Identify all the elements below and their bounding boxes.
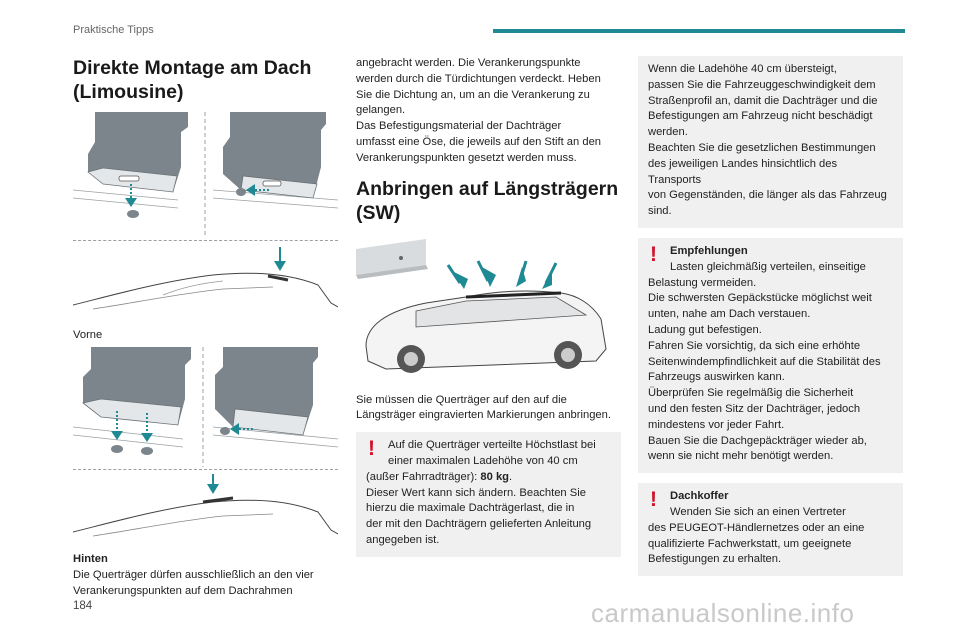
header-accent-bar: [493, 29, 905, 33]
text-line: Überprüfen Sie regelmäßig die Sicherheit: [648, 387, 854, 400]
text-line: unten, nahe am Dach verstauen.: [648, 308, 811, 321]
text-fragment: (außer Fahrradträger):: [366, 470, 481, 483]
text-line: mindestens vor jeder Fahrt.: [648, 418, 785, 431]
text-line: passen Sie die Fahrzeuggeschwindigkeit d…: [648, 78, 876, 91]
notice-title: Empfehlungen: [670, 244, 748, 257]
figure-car-roof-front: [73, 247, 338, 310]
watermark: carmanualsonline.info: [591, 598, 855, 628]
max-load-value: 80 kg: [480, 470, 510, 483]
anchor-paragraph: angebracht werden. Die Verankerungspunkt…: [356, 56, 621, 167]
text-line: Beachten Sie die gesetzlichen Bestimmung…: [648, 141, 876, 154]
title-line: Anbringen auf Längsträgern: [356, 177, 619, 200]
text-fragment: .: [509, 470, 513, 483]
notice-title: Dachkoffer: [670, 490, 729, 503]
text-line: Verankerungspunkten auf dem Dachrahmen: [73, 584, 293, 597]
rails-paragraph: Sie müssen die Querträger auf den auf di…: [356, 393, 621, 425]
max-load-notice: ! Auf die Querträger verteilte Höchstlas…: [356, 432, 621, 557]
roof-box-notice: ! Dachkoffer Wenden Sie sich an einen Ve…: [638, 483, 903, 577]
text-line: Das Befestigungsmaterial der Dachträger: [356, 120, 562, 133]
text-line: umfasst eine Öse, die jeweils auf den St…: [356, 135, 602, 148]
notice-lead-line: Lasten gleichmäßig verteilen, einseitige: [670, 260, 866, 273]
notice-lead-line: Wenden Sie sich an einen Vertreter: [670, 505, 846, 518]
text-line: Wenn die Ladehöhe 40 cm übersteigt,: [648, 63, 837, 75]
text-line: des PEUGEOT-Händlernetzes oder an eine: [648, 521, 865, 534]
title-line: Direkte Montage am Dach: [73, 57, 312, 79]
warning-icon: !: [650, 242, 657, 266]
text-line: des jeweiligen Landes hinsichtlich des T…: [648, 157, 838, 186]
title-line: (Limousine): [73, 81, 184, 103]
text-line: qualifizierte Fachwerkstatt, um geeignet…: [648, 537, 852, 550]
running-header: Praktische Tipps: [73, 24, 154, 36]
height-notice: Wenn die Ladehöhe 40 cm übersteigt, pass…: [638, 56, 903, 228]
text-line: Ladung gut befestigen.: [648, 323, 762, 336]
text-line: und den festen Sitz der Dachträger, jedo…: [648, 402, 861, 415]
text-line: Die Querträger dürfen ausschließlich an …: [73, 568, 314, 581]
text-line: Sie müssen die Querträger auf den auf di…: [356, 393, 567, 406]
text-line: Seitenwindempfindlichkeit auf die Stabil…: [648, 355, 881, 368]
text-line: Dieser Wert kann sich ändern. Beachten S…: [366, 486, 586, 499]
recommendations-notice: ! Empfehlungen Lasten gleichmäßig vertei…: [638, 237, 903, 474]
notice-lead-line: einer maximalen Ladehöhe von 40 cm: [388, 454, 578, 467]
title-line: (SW): [356, 201, 401, 224]
text-line: werden durch die Türdichtungen verdeckt.…: [356, 72, 601, 85]
text-line: Fahren Sie vorsichtig, da sich eine erhö…: [648, 339, 861, 352]
notice-max-load-line: (außer Fahrradträger): 80 kg.: [366, 470, 611, 486]
text-line: angegeben ist.: [366, 533, 440, 546]
figure-divider: [73, 469, 338, 470]
column-middle: angebracht werden. Die Verankerungspunkt…: [356, 56, 621, 557]
text-line: von Gegenständen, die länger als das Fah…: [648, 189, 887, 202]
figure-caption-front: Vorne: [73, 329, 103, 341]
figure-rear-anchor-detail: [73, 347, 338, 467]
text-line: gelangen.: [356, 104, 406, 117]
section-title-sw: Anbringen auf Längsträgern (SW): [356, 177, 621, 225]
text-line: Befestigungen am Fahrzeug nicht beschädi…: [648, 110, 873, 123]
column-left: Direkte Montage am Dach (Limousine): [73, 56, 338, 599]
figure-divider: [73, 240, 338, 241]
text-line: Fahrzeugs auswirken kann.: [648, 371, 785, 384]
text-line: angebracht werden. Die Verankerungspunkt…: [356, 57, 581, 69]
text-line: Längsträger eingravierten Markierungen a…: [356, 409, 611, 422]
page-number: 184: [73, 600, 93, 612]
text-line: Belastung vermeiden.: [648, 276, 757, 289]
text-line: Verankerungspunkten gesetzt werden muss.: [356, 151, 577, 164]
warning-icon: !: [368, 437, 375, 461]
column-right: Wenn die Ladehöhe 40 cm übersteigt, pass…: [638, 56, 903, 577]
section-title-limousine: Direkte Montage am Dach (Limousine): [73, 56, 338, 104]
warning-icon: !: [650, 488, 657, 512]
text-line: Bauen Sie die Dachgepäckträger wieder ab…: [648, 434, 867, 447]
text-line: Befestigungen zu erhalten.: [648, 553, 782, 566]
figure-front-anchor-detail: [73, 112, 338, 237]
text-line: Straßenprofil an, damit die Dachträger u…: [648, 94, 878, 107]
figure-caption-rear: Hinten: [73, 553, 108, 565]
text-line: werden.: [648, 126, 688, 139]
rear-caption-block: Hinten Die Querträger dürfen ausschließl…: [73, 552, 338, 599]
figure-estate-roof-rails: [356, 238, 607, 373]
text-line: wenn sie nicht mehr benötigt werden.: [648, 450, 834, 463]
text-line: Sie die Dichtung an, um an die Verankeru…: [356, 88, 590, 101]
notice-lead-line: Auf die Querträger verteilte Höchstlast …: [388, 439, 596, 452]
figure-car-roof-rear: [73, 474, 338, 537]
text-line: hierzu die maximale Dachträgerlast, die …: [366, 502, 575, 515]
text-line: der mit den Dachträgern gelieferten Anle…: [366, 518, 592, 531]
text-line: Die schwersten Gepäckstücke möglichst we…: [648, 292, 872, 305]
text-line: sind.: [648, 205, 672, 218]
